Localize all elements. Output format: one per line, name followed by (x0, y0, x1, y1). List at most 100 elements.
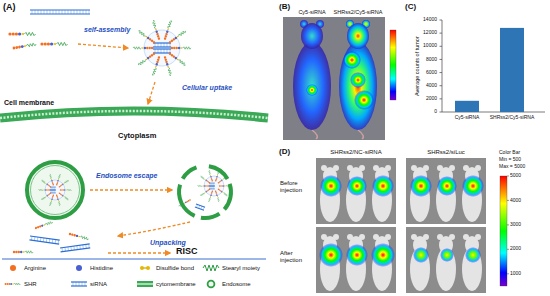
shr-molecule (52, 183, 54, 185)
legend-text: SHR (24, 281, 37, 288)
group-label: SHRss2/siLuc (427, 149, 465, 156)
photo-panel (406, 158, 486, 224)
bar-chart (440, 72, 443, 73)
nanocomplex (45, 180, 65, 200)
shr-molecule (49, 201, 52, 206)
shr-molecule (216, 175, 218, 176)
shr-molecule (52, 194, 54, 196)
sirna-duplex (62, 10, 63, 14)
shr-molecule (211, 179, 213, 181)
step-label: Cellular uptake (182, 84, 232, 92)
bar-chart (440, 20, 546, 112)
shr-molecule (8, 32, 35, 35)
shr-molecule (22, 33, 24, 35)
sirna-duplex (29, 240, 59, 244)
shr-molecule (37, 226, 40, 229)
shr-molecule (200, 188, 210, 196)
shr-molecule (167, 20, 172, 29)
shr-molecule (164, 58, 167, 61)
shr-molecule (38, 189, 50, 190)
broken-endosome (177, 184, 195, 218)
mouse-image (436, 165, 457, 222)
mouse-image (437, 176, 457, 196)
photo-panel (316, 158, 396, 224)
shr-molecule (58, 192, 68, 200)
endosome (27, 162, 83, 218)
sirna-duplex (51, 191, 52, 193)
shr-molecule (49, 174, 52, 179)
sirna-duplex (86, 10, 87, 14)
shr-molecule (56, 174, 61, 186)
legend-text: Stearyl moiety (222, 265, 260, 272)
shr-molecule (166, 30, 169, 33)
shr-molecule (221, 191, 223, 193)
shr-molecule (171, 47, 191, 49)
mouse-image (320, 175, 342, 197)
shr-molecule (8, 283, 10, 285)
sirna-duplex (71, 10, 72, 14)
endosome (31, 166, 80, 215)
shr-molecule (167, 66, 169, 68)
colorbar-tick: 5000 (510, 173, 521, 179)
shr-molecule (177, 58, 179, 60)
legend-swatch (4, 279, 22, 289)
sirna-duplex (89, 10, 90, 14)
shr-molecule (67, 189, 72, 190)
shr-molecule (35, 227, 38, 230)
shr-molecule (222, 192, 223, 193)
shr-molecule (58, 180, 68, 188)
sirna-duplex (77, 10, 78, 14)
sirna-duplex (153, 43, 171, 47)
shr-molecule (144, 47, 146, 49)
sirna-duplex (71, 282, 87, 286)
sirna-duplex (153, 42, 171, 43)
shr-molecule (151, 47, 153, 49)
shr-molecule (63, 189, 64, 190)
shr-molecule (138, 30, 146, 37)
shr-molecule (45, 221, 53, 226)
sirna-duplex (210, 187, 211, 189)
mouse-image (343, 51, 361, 69)
shr-molecule (197, 185, 209, 186)
shr-molecule (56, 184, 58, 186)
legend-swatch (70, 263, 88, 273)
tick-label: 2000 (426, 96, 437, 102)
mouse-image (339, 42, 377, 130)
sirna-duplex (50, 10, 51, 14)
mouse-image (347, 23, 369, 49)
mouse-image (462, 165, 484, 222)
shr-molecule (155, 28, 157, 30)
shr-molecule (155, 30, 158, 33)
shr-molecule (64, 180, 69, 184)
shr-molecule (204, 192, 205, 193)
nanocomplex (204, 176, 224, 196)
shr-molecule (210, 175, 212, 176)
legend-swatch (137, 283, 153, 285)
shr-molecule (18, 45, 21, 48)
legend-swatch (70, 279, 88, 289)
legend-text: Arginine (24, 265, 46, 272)
shr-molecule (210, 194, 212, 196)
imaging-photo (507, 249, 509, 250)
sirna-duplex (41, 10, 42, 14)
nanocomplex (144, 30, 180, 66)
photo-panel (406, 227, 486, 293)
shr-molecule (165, 33, 168, 36)
bar-chart (440, 33, 443, 34)
sirna-duplex (65, 10, 66, 14)
shr-molecule (215, 192, 217, 194)
sirna-duplex (209, 185, 215, 186)
shr-molecule (164, 56, 167, 59)
shr-molecule (12, 283, 13, 285)
shr-molecule (219, 185, 220, 186)
mouse-image (350, 72, 366, 88)
shr-molecule (57, 179, 59, 180)
tick-label: 12000 (423, 30, 437, 36)
sirna-duplex (196, 204, 205, 207)
shr-molecule (45, 196, 46, 197)
mouse-image (413, 247, 429, 263)
mouse-image (320, 165, 342, 222)
shr-molecule (56, 183, 58, 185)
sirna-duplex (61, 248, 91, 252)
tick-label: 0 (434, 109, 437, 115)
